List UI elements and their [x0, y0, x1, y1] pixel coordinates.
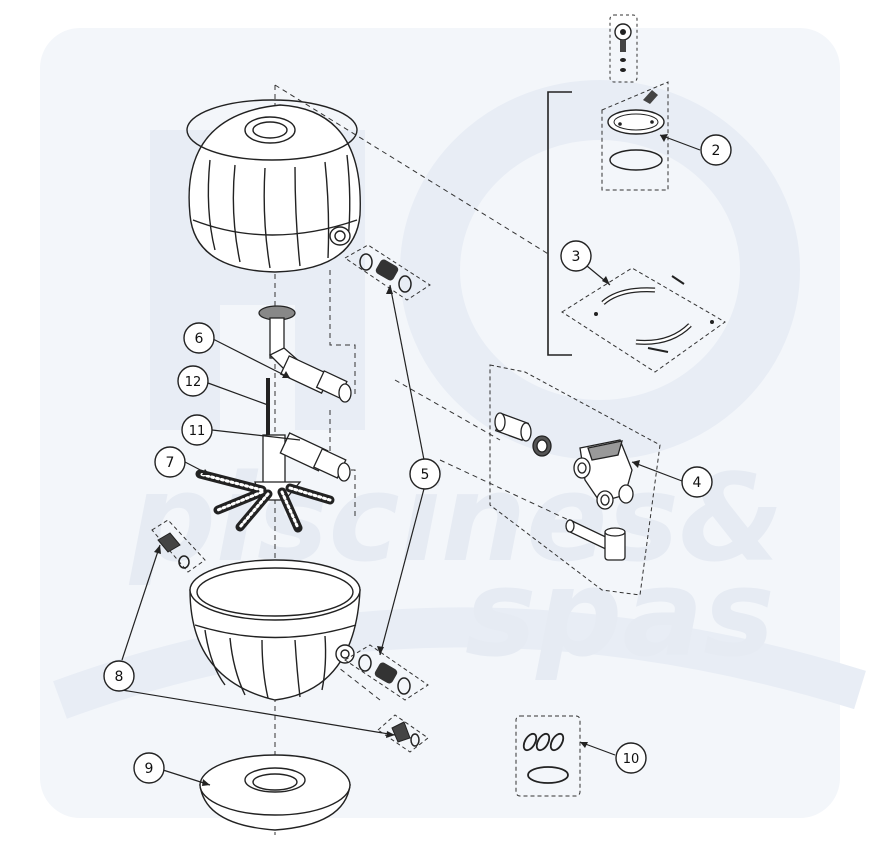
callout-2: 2 — [700, 134, 732, 166]
upper-union-fitting-part — [344, 244, 431, 301]
callout-label: 4 — [693, 475, 702, 491]
callout-4: 4 — [681, 466, 713, 498]
watermark-glyph-o — [400, 80, 800, 460]
callout-label: 5 — [421, 467, 430, 483]
watermark: piscines& spas — [40, 28, 866, 818]
callout-label: 7 — [166, 455, 175, 471]
top-dome-part — [186, 99, 361, 273]
callout-label: 8 — [115, 669, 124, 685]
base-part — [199, 754, 351, 831]
leader-arrowheads — [154, 134, 668, 786]
clamp-part — [561, 267, 726, 373]
watermark-swoosh — [53, 607, 866, 719]
o-ring-kit-part — [515, 715, 581, 797]
drain-plug-part-right — [377, 714, 429, 753]
callout-9: 9 — [133, 752, 165, 784]
bottom-bowl-part — [189, 559, 361, 701]
callout-label: 6 — [195, 331, 204, 347]
callout-bubbles: 2 3 4 5 6 7 8 9 — [103, 134, 732, 784]
multiport-valve-part — [489, 364, 661, 596]
lid-cover-part — [601, 81, 669, 191]
callout-label: 2 — [712, 143, 721, 159]
watermark-text-2: spas — [465, 545, 775, 684]
callout-label: 10 — [623, 752, 640, 767]
callout-label: 11 — [189, 424, 206, 439]
callout-5: 5 — [409, 458, 441, 490]
group-bracket — [547, 91, 572, 356]
callout-3: 3 — [560, 240, 592, 272]
callout-6: 6 — [183, 322, 215, 354]
callout-8: 8 — [103, 660, 135, 692]
diffuser-elbow-part — [258, 305, 352, 403]
drain-plug-part-left — [151, 519, 206, 573]
lower-union-fitting-part — [344, 644, 429, 701]
callout-label: 12 — [185, 375, 202, 390]
pressure-gauge-part — [609, 14, 638, 83]
callout-label: 3 — [572, 249, 581, 265]
callout-11: 11 — [181, 414, 213, 446]
callout-12: 12 — [177, 365, 209, 397]
callout-10: 10 — [615, 742, 647, 774]
callout-7: 7 — [154, 446, 186, 478]
callout-label: 9 — [145, 761, 154, 777]
